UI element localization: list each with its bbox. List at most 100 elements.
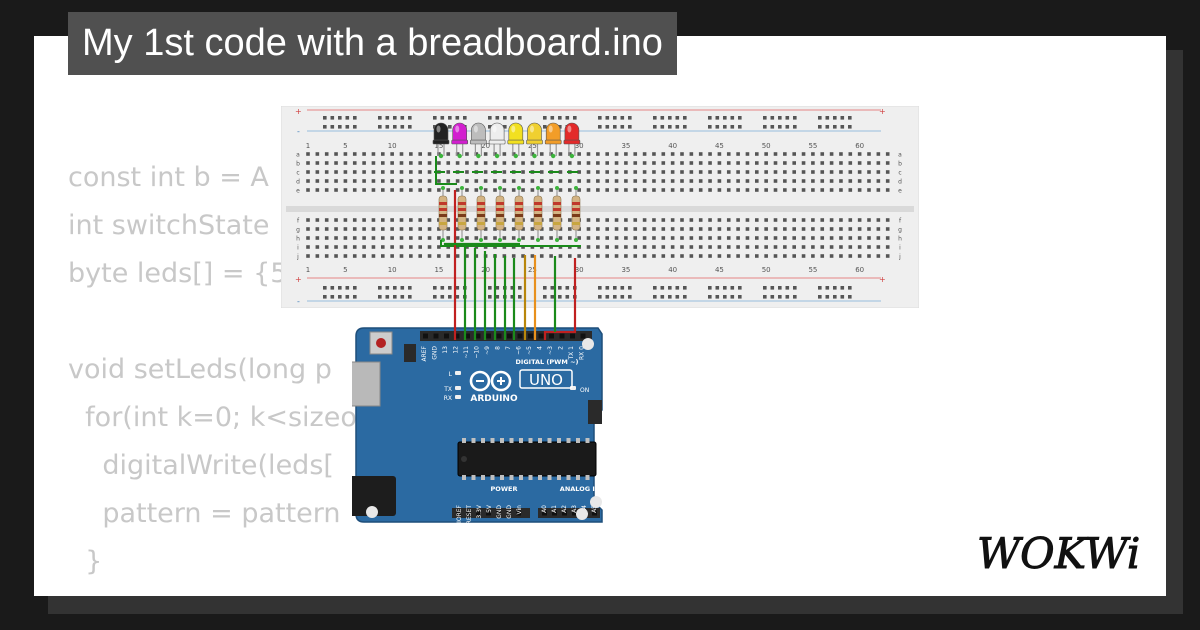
breadboard-hole	[334, 170, 338, 174]
breadboard-hole	[577, 188, 581, 192]
breadboard-hole	[624, 170, 628, 174]
breadboard-hole	[539, 161, 544, 165]
breadboard-hole	[418, 236, 422, 240]
rail-plus-label: +	[879, 107, 886, 116]
breadboard-hole	[624, 161, 628, 165]
breadboard-hole	[427, 236, 432, 240]
led-4	[489, 122, 505, 141]
breadboard-hole	[418, 188, 422, 192]
breadboard-hole	[614, 152, 619, 156]
resistor-connection-dot	[460, 186, 464, 190]
chip-pin	[547, 438, 552, 443]
breadboard-hole	[390, 179, 394, 183]
pin-label-GND: GND	[432, 346, 439, 360]
breadboard-hole	[390, 245, 394, 249]
resistor-band	[572, 222, 580, 225]
header-pin	[486, 510, 491, 516]
breadboard-hole	[736, 188, 740, 192]
breadboard-hole	[680, 245, 684, 249]
led-highlight	[530, 125, 534, 133]
breadboard-hole	[334, 152, 338, 156]
pin-label-5V: 5V	[486, 504, 493, 513]
breadboard-hole	[483, 152, 488, 156]
rail-hole	[400, 116, 405, 120]
breadboard-hole	[549, 236, 553, 240]
breadboard-hole	[409, 152, 413, 156]
breadboard-center-channel	[286, 206, 914, 212]
breadboard-hole	[586, 170, 591, 174]
column-number-bottom: 50	[762, 266, 771, 274]
rail-hole	[683, 116, 687, 120]
breadboard-hole	[446, 254, 451, 258]
breadboard-hole	[614, 218, 619, 222]
chip-pin	[566, 475, 571, 480]
rail-hole	[330, 286, 335, 290]
breadboard-hole	[792, 245, 796, 249]
breadboard-hole	[829, 179, 834, 183]
led-highlight	[567, 125, 572, 133]
breadboard-hole	[829, 218, 834, 222]
rail-hole	[598, 286, 602, 290]
resistor-connection-dot	[574, 238, 578, 242]
rail-hole	[558, 116, 562, 120]
breadboard-hole	[773, 161, 778, 165]
rail-hole	[818, 286, 822, 290]
breadboard-hole	[315, 161, 320, 165]
breadboard-hole	[493, 179, 497, 183]
header-pin	[559, 333, 565, 339]
rail-hole	[668, 286, 672, 290]
breadboard-hole	[474, 179, 479, 183]
breadboard-hole	[465, 179, 469, 183]
breadboard-hole	[867, 218, 871, 222]
rail-hole	[518, 295, 522, 299]
breadboard-hole	[455, 236, 460, 240]
breadboard-hole	[736, 227, 740, 231]
rail-hole	[708, 286, 712, 290]
breadboard-hole	[698, 254, 703, 258]
breadboard-hole	[680, 152, 684, 156]
pin-label-~3: ~3	[547, 346, 554, 355]
breadboard-hole	[605, 188, 609, 192]
resistor-band	[458, 214, 466, 217]
breadboard-hole	[624, 218, 628, 222]
column-number-bottom: 5	[343, 266, 347, 274]
chip-pin	[500, 438, 504, 443]
chip-pin	[519, 438, 523, 443]
pin-label-~6: ~6	[516, 346, 523, 355]
header-pin	[465, 333, 470, 339]
row-letter: e	[898, 188, 902, 195]
breadboard-hole	[792, 179, 796, 183]
chip-pin	[509, 475, 514, 480]
breadboard-hole	[530, 179, 535, 183]
breadboard-hole	[614, 236, 619, 240]
breadboard-hole	[493, 218, 497, 222]
breadboard-hole	[867, 179, 871, 183]
column-number-top: 10	[388, 142, 397, 150]
breadboard-hole	[839, 245, 843, 249]
rail-hole	[763, 116, 767, 120]
breadboard-hole	[764, 245, 768, 249]
breadboard-hole	[670, 254, 675, 258]
breadboard-hole	[783, 227, 787, 231]
chip-pin	[528, 475, 533, 480]
breadboard-hole	[409, 236, 413, 240]
breadboard-hole	[596, 245, 600, 249]
breadboard-hole	[811, 218, 815, 222]
breadboard-hole	[717, 161, 722, 165]
rail-hole	[833, 116, 837, 120]
resistor-band	[534, 214, 542, 217]
breadboard-hole	[371, 188, 376, 192]
breadboard-hole	[596, 161, 600, 165]
breadboard-hole	[745, 227, 750, 231]
breadboard-hole	[885, 218, 890, 222]
breadboard-hole	[773, 188, 778, 192]
rail-hole	[668, 125, 672, 129]
chip-pin	[481, 438, 485, 443]
resistor-band	[572, 208, 580, 211]
breadboard-hole	[558, 152, 563, 156]
rail-hole	[840, 286, 845, 290]
breadboard-hole	[801, 179, 806, 183]
rail-hole	[550, 295, 555, 299]
breadboard-hole	[586, 218, 591, 222]
rail-hole	[730, 286, 735, 290]
